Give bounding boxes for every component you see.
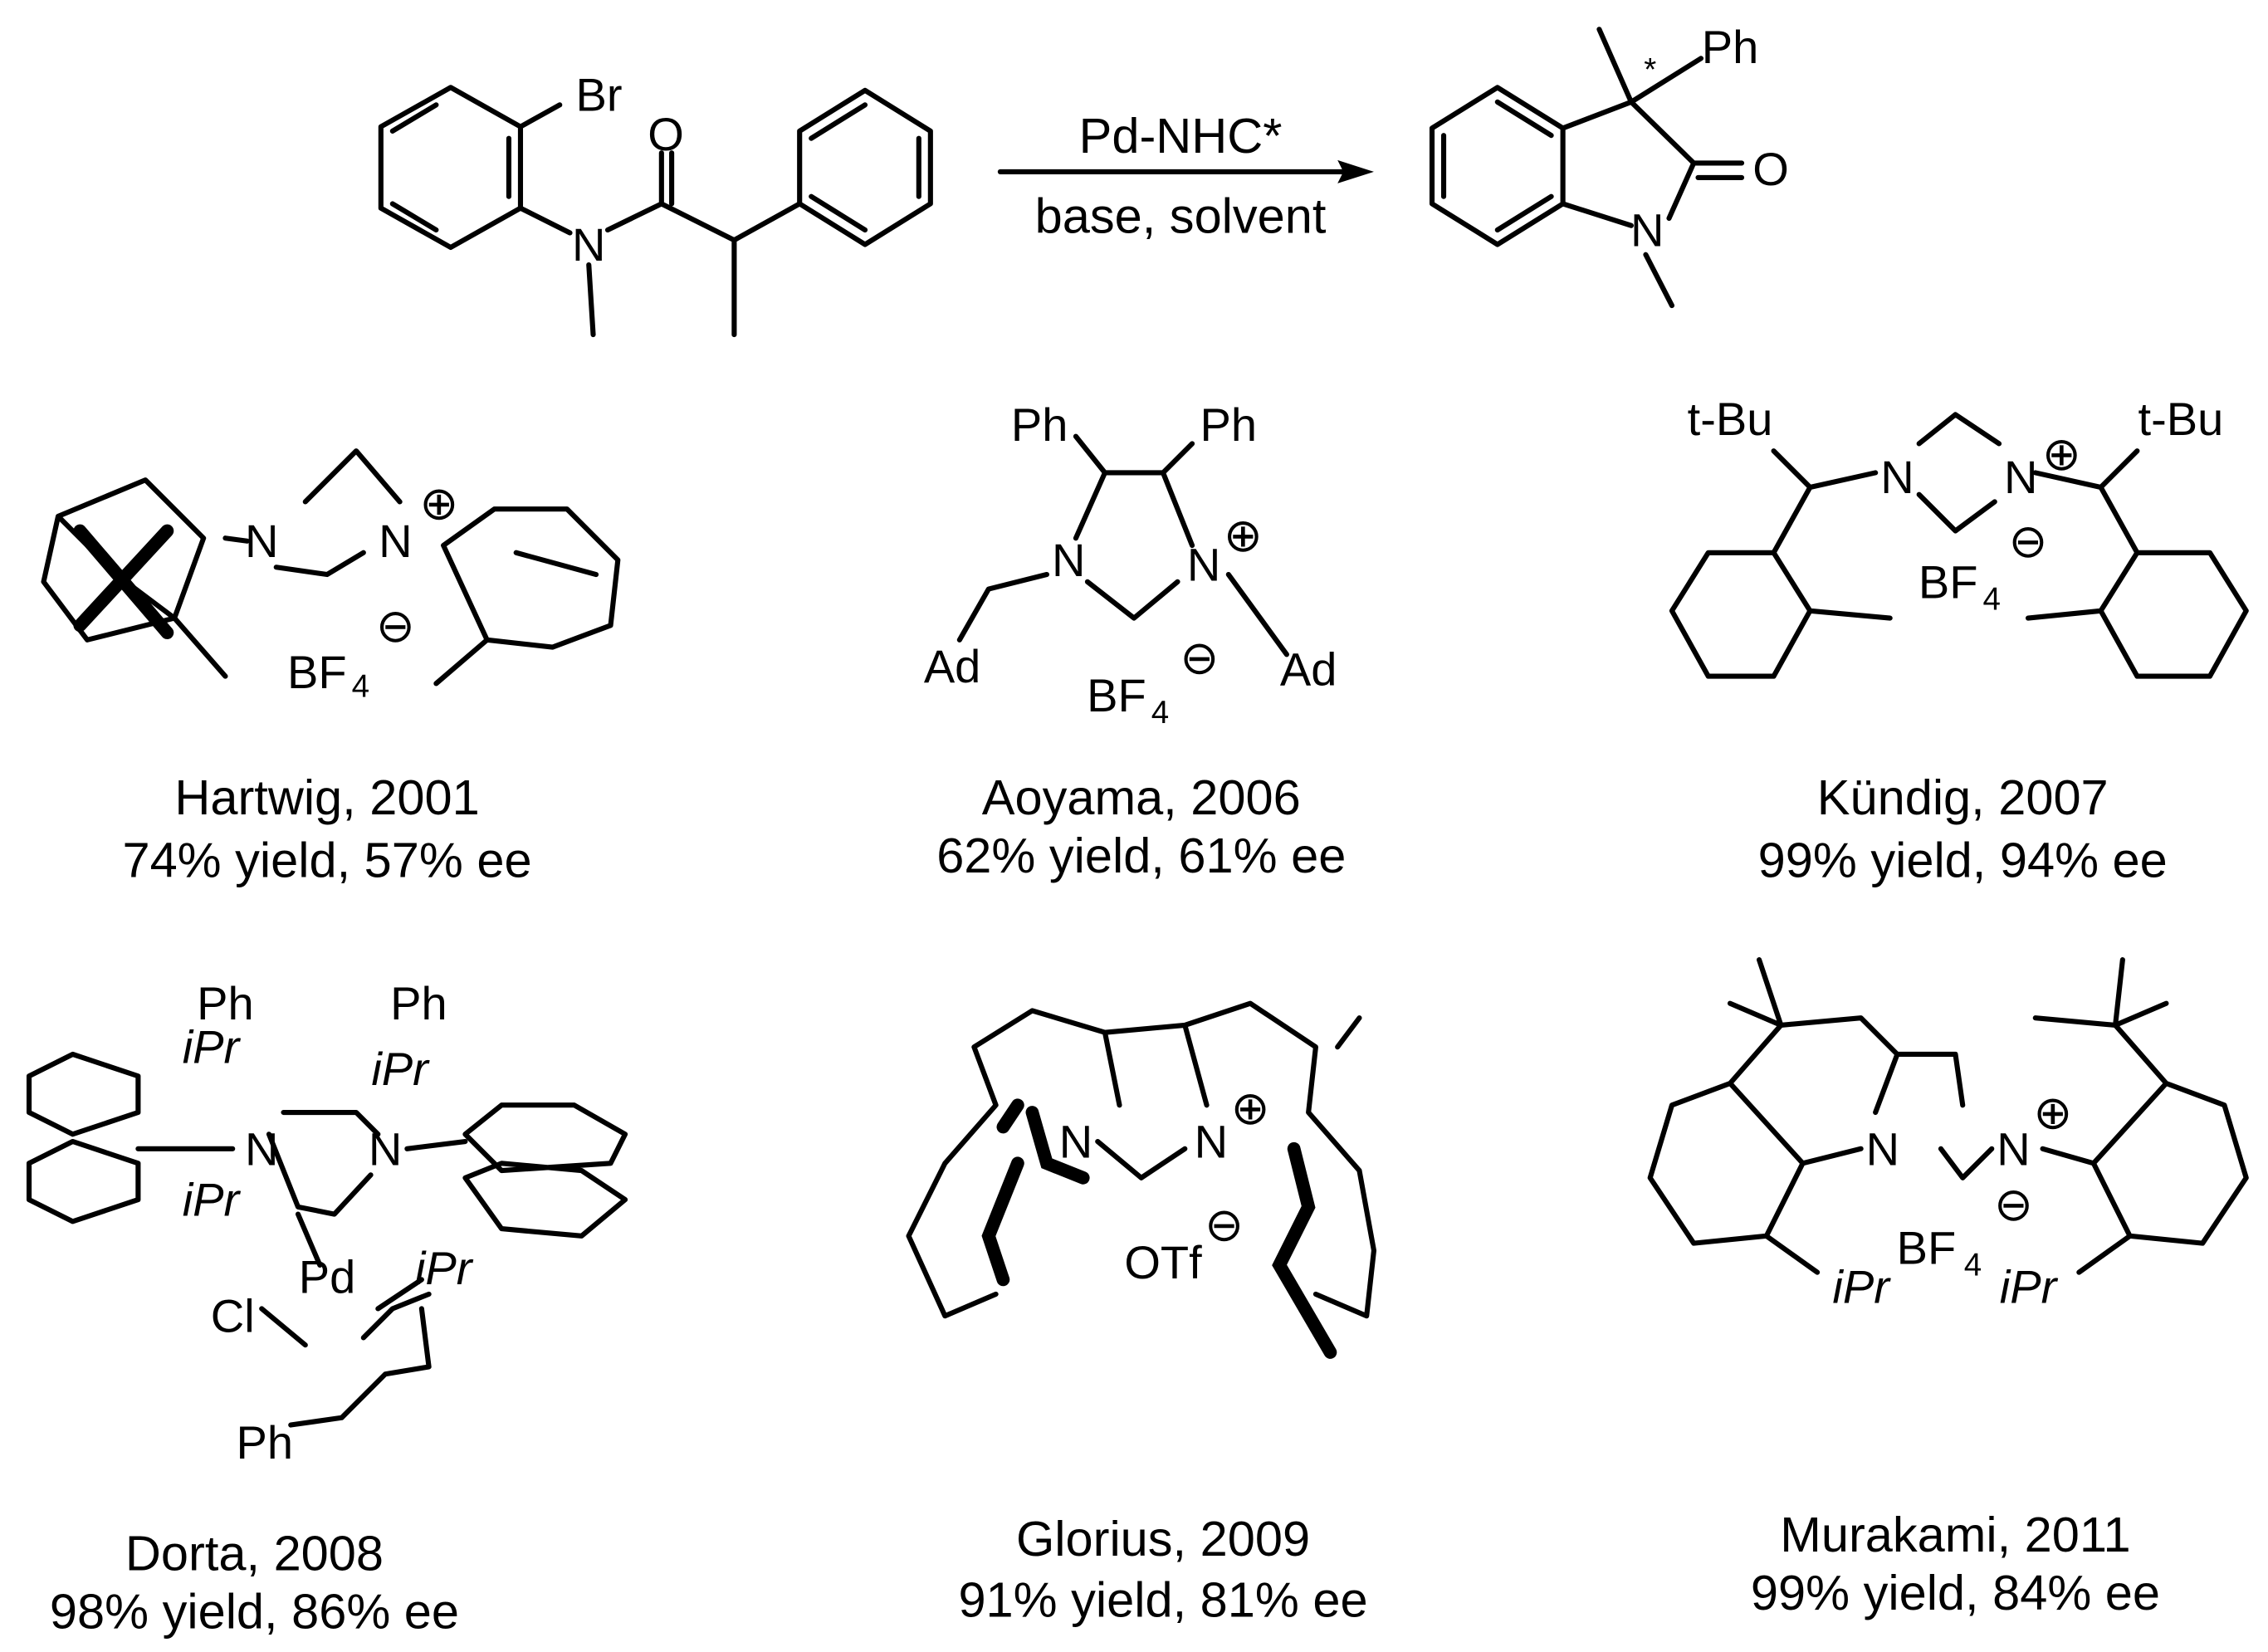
atom-pd: Pd xyxy=(299,1250,356,1303)
atom-n: N xyxy=(245,515,278,567)
atom-tbu: t-Bu xyxy=(2138,393,2224,445)
catalyst-author-year: Murakami, 2011 xyxy=(1780,1507,2130,1562)
atom-tbu: t-Bu xyxy=(1688,393,1773,445)
negative-charge: ⊖ xyxy=(1994,1178,2033,1230)
atom-ipr: iPr xyxy=(2000,1261,2059,1313)
negative-charge: ⊖ xyxy=(1205,1198,1244,1250)
atom-n-plus: N xyxy=(1195,1116,1228,1168)
negative-charge: ⊖ xyxy=(1180,631,1219,683)
atom-n-plus: N xyxy=(2004,451,2037,503)
reactant-structure: Br O N xyxy=(378,69,933,338)
atom-n: N xyxy=(1052,534,1085,586)
counterion-bf: BF xyxy=(287,646,347,698)
atom-ph: Ph xyxy=(236,1416,293,1469)
atom-n-plus: N xyxy=(1997,1122,2030,1175)
counterion-otf: OTf xyxy=(1124,1236,1202,1288)
product-structure: Ph * O N xyxy=(1429,21,1789,309)
reagent-conditions: base, solvent xyxy=(1035,188,1327,243)
atom-n: N xyxy=(1059,1116,1092,1168)
positive-charge: ⊕ xyxy=(1224,509,1263,561)
positive-charge: ⊕ xyxy=(2033,1087,2072,1139)
atom-ph: Ph xyxy=(1200,398,1258,451)
catalyst-author-year: Hartwig, 2001 xyxy=(174,770,479,825)
atom-n: N xyxy=(1866,1122,1899,1175)
atom-ipr: iPr xyxy=(183,1174,242,1226)
catalyst-author-year: Kündig, 2007 xyxy=(1817,770,2109,825)
atom-ph: Ph xyxy=(390,977,447,1029)
atom-ad: Ad xyxy=(1280,643,1337,695)
catalyst-murakami: N N ⊕ ⊖ BF 4 iPr iPr Murakami, 2011 99% … xyxy=(1647,957,2249,1620)
atom-ipr: iPr xyxy=(371,1043,430,1095)
catalyst-result: 98% yield, 86% ee xyxy=(50,1584,459,1640)
atom-cl: Cl xyxy=(211,1290,255,1342)
atom-ipr: iPr xyxy=(1832,1261,1891,1313)
counterion-subscript: 4 xyxy=(1151,695,1169,731)
counterion-subscript: 4 xyxy=(1983,581,2001,617)
catalyst-result: 62% yield, 61% ee xyxy=(936,828,1346,883)
positive-charge: ⊕ xyxy=(2042,428,2081,480)
atom-ipr: iPr xyxy=(415,1242,474,1294)
atom-ph: Ph xyxy=(197,977,254,1029)
atom-n: N xyxy=(369,1122,402,1175)
catalyst-kundig: t-Bu t-Bu N N ⊕ ⊖ BF 4 Kündig, 2007 99% … xyxy=(1669,393,2249,887)
atom-ad: Ad xyxy=(924,640,981,692)
negative-charge: ⊖ xyxy=(376,599,415,652)
counterion-subscript: 4 xyxy=(352,668,369,704)
counterion-subscript: 4 xyxy=(1964,1247,1982,1283)
atom-ph: Ph xyxy=(1011,398,1068,451)
counterion-bf: BF xyxy=(1087,669,1146,721)
reagent-catalyst: Pd-NHC* xyxy=(1079,108,1283,164)
catalyst-hartwig: N N ⊕ BF 4 ⊖ Hartwig, 2001 74% yield, 57… xyxy=(41,448,621,887)
catalyst-aoyama: Ph Ph N N ⊕ Ad Ad BF 4 ⊖ Aoyama, 2006 62… xyxy=(924,398,1347,883)
reaction-arrow: Pd-NHC* base, solvent xyxy=(997,108,1374,243)
positive-charge: ⊕ xyxy=(1231,1082,1270,1134)
atom-n: N xyxy=(572,218,605,271)
atom-n: N xyxy=(1630,203,1664,256)
atom-o: O xyxy=(648,108,684,160)
catalyst-dorta: Ph Ph iPr iPr iPr iPr N N Pd Cl Ph Dorta… xyxy=(26,977,628,1640)
catalyst-author-year: Glorius, 2009 xyxy=(1016,1511,1310,1566)
positive-charge: ⊕ xyxy=(419,477,458,530)
catalyst-result: 91% yield, 81% ee xyxy=(958,1572,1367,1628)
atom-ph: Ph xyxy=(1702,21,1759,73)
catalyst-result: 74% yield, 57% ee xyxy=(122,832,531,887)
atom-ipr: iPr xyxy=(183,1021,242,1073)
counterion-bf: BF xyxy=(1897,1221,1957,1273)
atom-n-plus: N xyxy=(1187,538,1220,590)
stereocenter-asterisk: * xyxy=(1644,52,1656,88)
counterion-bf: BF xyxy=(1919,555,1978,608)
catalyst-glorius: N N ⊕ OTf ⊖ Glorius, 2009 91% yield, 81%… xyxy=(906,1000,1377,1628)
atom-o: O xyxy=(1752,143,1789,195)
catalyst-author-year: Dorta, 2008 xyxy=(125,1526,384,1581)
atom-n: N xyxy=(245,1122,278,1175)
atom-n: N xyxy=(1880,451,1914,503)
negative-charge: ⊖ xyxy=(2009,515,2048,567)
catalyst-author-year: Aoyama, 2006 xyxy=(982,770,1301,825)
atom-n-plus: N xyxy=(379,515,412,567)
catalyst-result: 99% yield, 84% ee xyxy=(1751,1565,2160,1620)
atom-br: Br xyxy=(576,69,623,121)
catalyst-result: 99% yield, 94% ee xyxy=(1758,832,2168,887)
